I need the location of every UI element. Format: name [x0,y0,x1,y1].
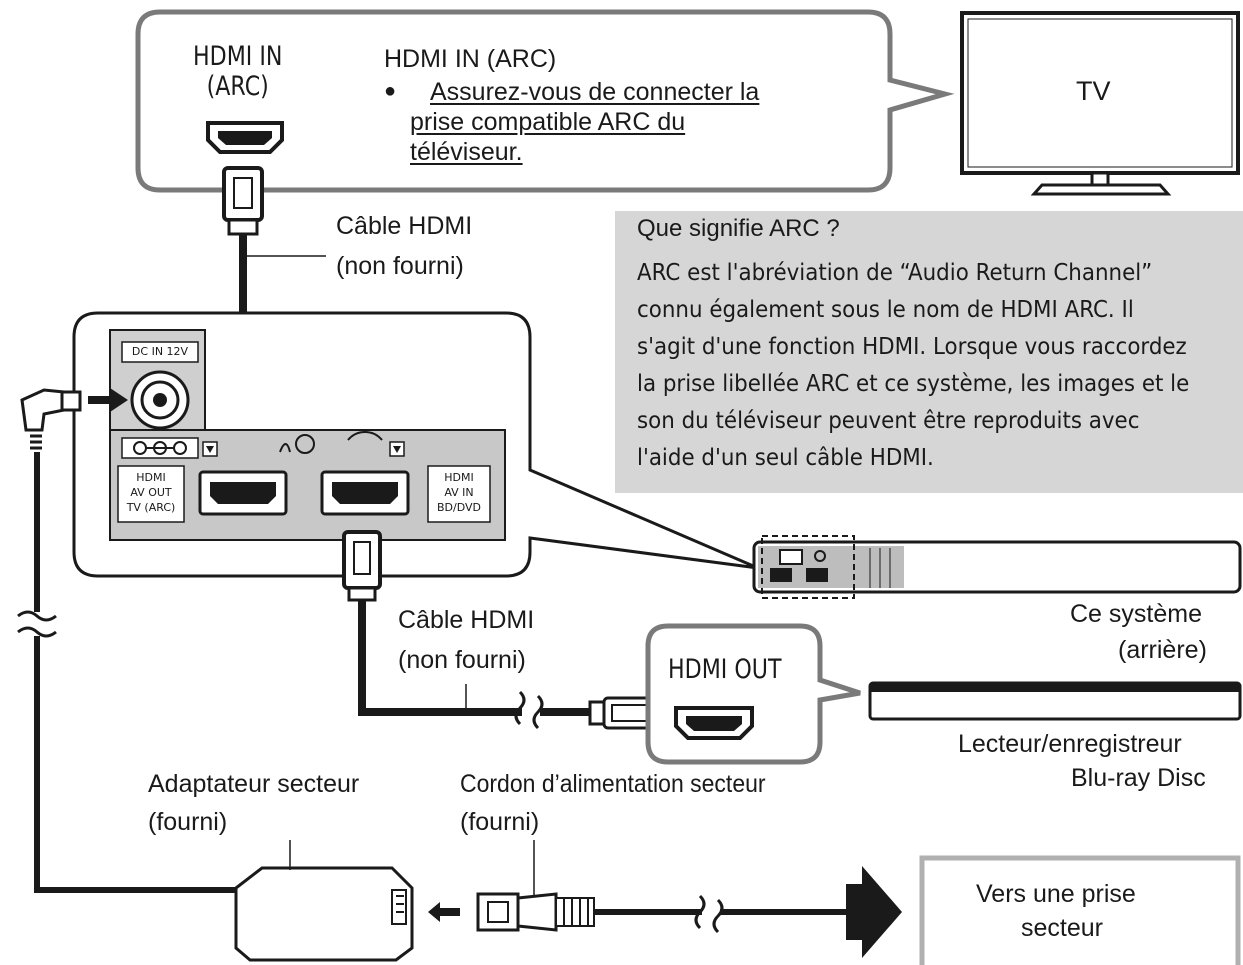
hdmi-cable-2-label-line-1: Câble HDMI [398,606,535,634]
adapter-dc-cable [17,452,240,893]
hdmi-av-out-port-icon [198,470,288,516]
soundbar-icon [752,535,1242,599]
outlet-arrow-icon [846,866,902,958]
bluray-player-icon [868,681,1242,721]
dc-in-label: DC IN 12V [131,345,189,358]
player-callout-bubble [645,623,861,765]
outlet-box [919,855,1241,965]
outlet-label-line-2: secteur [1021,914,1103,942]
power-cord-plug-icon [476,892,595,932]
system-label-line-2: (arrière) [1118,636,1207,664]
dc-jack-icon [130,370,190,430]
tv-label: TV [1076,76,1111,106]
hdmi-in-port-icon [206,121,284,154]
power-cord-label-line-1: Cordon d’alimentation secteur [460,770,766,798]
arc-note-line-1: Assurez-vous de connecter la [430,78,760,106]
adapter-label-line-2: (fourni) [148,808,228,836]
arc-note-line-2: prise compatible ARC du [410,108,686,136]
hdmi-out-port-label: HDMI OUT [668,654,782,685]
arc-info-box: Que signifie ARC ? ARC est l'abréviation… [615,211,1243,493]
dc-plug-arrow-icon [88,388,128,412]
player-label-line-2: Blu-ray Disc [1071,764,1206,792]
hdmi-cable-1-label-line-2: (non fourni) [336,252,464,280]
arc-note-line-3: téléviseur. [410,138,523,166]
hdmi-av-in-port-icon [320,470,410,516]
marker-triangle-icon [202,441,405,457]
polarity-symbol-icon [121,437,199,459]
ac-adapter-icon [234,866,414,962]
player-label-line-1: Lecteur/enregistreur [958,730,1182,758]
system-label-line-1: Ce système [1070,600,1202,628]
dc-plug-icon [20,388,82,450]
bullet-icon: ● [384,80,397,102]
arc-info-body: ARC est l'abréviation de “Audio Return C… [637,260,1190,471]
hdmi-cable-1-label-line-1: Câble HDMI [336,212,473,240]
adapter-arrow-icon [428,902,460,922]
adapter-label-line-1: Adaptateur secteur [148,770,360,798]
hdmi-av-out-label: HDMI AV OUT TV (ARC) [126,471,176,514]
hdmi-cable-2-label-line-2: (non fourni) [398,646,526,674]
hdmi-out-port-icon [674,706,754,740]
outlet-label-line-1: Vers une prise [976,880,1136,908]
power-cord [594,894,850,934]
hdmi-in-arc-port-label: HDMI IN (ARC) [193,41,283,102]
hdmi-av-in-label: HDMI AV IN BD/DVD [437,471,481,514]
hdmi-in-arc-heading: HDMI IN (ARC) [384,45,557,73]
tv-callout-bubble [135,9,955,193]
hdmi-in-label-box [427,465,491,523]
dc-in-label-box [121,341,199,363]
tv-icon [960,11,1240,196]
power-cord-label-line-2: (fourni) [460,808,540,836]
arc-info-title: Que signifie ARC ? [637,215,840,242]
hdmi-out-label-box [117,465,185,523]
